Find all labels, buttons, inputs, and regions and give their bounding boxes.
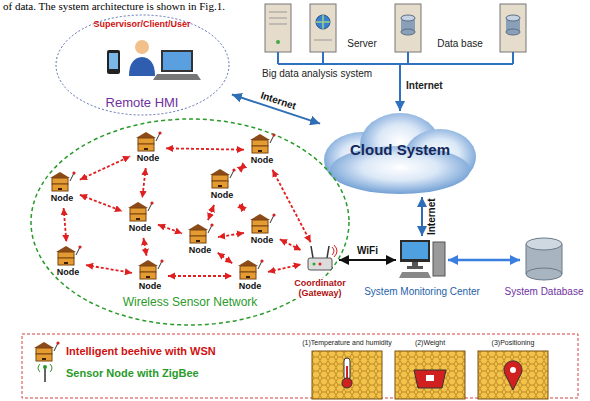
monitoring-center-shape (398, 238, 446, 282)
server-bus (278, 52, 513, 64)
sensor-node: Node (246, 132, 278, 168)
zigbee-link (272, 170, 310, 242)
annotation-label: (1)Temperature and humidity (302, 339, 392, 347)
network-link (339, 259, 396, 261)
node-label: Node (211, 190, 234, 200)
server-tower (265, 4, 291, 52)
gateway-node: Coordinator (Gateway) (303, 244, 337, 276)
remote-hmi: Supervisor/Client/UserRemote HMI (55, 14, 230, 116)
legend-entry: Intelligent beehive with WSN (30, 340, 216, 362)
node-label: Wireless Sensor Network (123, 296, 258, 310)
sensor-node: Node (184, 222, 216, 258)
node-label: Node (137, 153, 160, 163)
zigbee-link (142, 168, 145, 198)
legend-text: Intelligent beehive with WSN (66, 345, 216, 357)
node-label: Node (251, 235, 274, 245)
database-node-shape (522, 236, 566, 282)
zigbee-link (208, 205, 214, 220)
annotation-label: Internet (406, 80, 443, 92)
zigbee-link (158, 225, 182, 234)
beehive-symbol (30, 340, 60, 362)
annotation-label: Server (347, 38, 376, 50)
legend-entry: Sensor Node with ZigBee (30, 362, 199, 384)
node-label: Coordinator (Gateway) (287, 278, 353, 299)
network-link (421, 197, 423, 236)
sensor-node: Node (124, 200, 156, 236)
zigbee-link (240, 165, 245, 169)
sensor-node: Node (52, 244, 84, 280)
link-label: Internet (425, 198, 437, 235)
sensor-network-region: Wireless Sensor NetworkNodeNodeNodeNodeN… (30, 118, 350, 326)
zigbee-symbol (30, 362, 60, 384)
gateway-node-shape (303, 244, 337, 276)
node-label: Node (251, 155, 274, 165)
zigbee-link (218, 233, 244, 237)
sensor-node: Node (132, 130, 164, 166)
zigbee-link (218, 253, 233, 264)
internet-link (399, 64, 401, 111)
network-link (448, 259, 520, 262)
annotation-label: (2)Weight (415, 339, 445, 347)
link-label: WiFi (357, 245, 378, 257)
zigbee-link (64, 208, 67, 242)
link-label: Internet (260, 89, 298, 111)
annotation-label: of data. The system architecture is show… (3, 0, 225, 13)
sensor-node: Node (246, 212, 278, 248)
database-node: System Database (522, 236, 566, 282)
zigbee-link (268, 264, 301, 272)
zigbee-link (143, 238, 146, 256)
node-label: System Database (505, 286, 584, 298)
scale-icon (414, 370, 446, 388)
cloud-system: Cloud System (322, 105, 478, 195)
zigbee-link (80, 156, 130, 179)
position-pin-icon (504, 361, 522, 390)
zigbee-link (168, 275, 232, 277)
sensor-node: Node (46, 170, 78, 206)
legend-text: Sensor Node with ZigBee (66, 367, 199, 379)
zigbee-link (166, 148, 244, 149)
zigbee-link (280, 239, 301, 250)
node-label: Supervisor/Client/User (93, 19, 190, 29)
legend-frame (22, 334, 578, 399)
database-server (500, 4, 526, 52)
node-label: System Monitoring Center (364, 286, 480, 298)
node-label: Node (57, 267, 80, 277)
node-label: Node (189, 245, 212, 255)
node-label: Node (51, 193, 74, 203)
zigbee-link (80, 195, 122, 211)
database-server (395, 4, 421, 52)
sensor-node: Node (134, 258, 166, 294)
annotation-label: (3)Positioning (492, 339, 535, 347)
annotation-label: Data base (437, 38, 483, 50)
annotation-label: Big data analysis system (262, 68, 372, 80)
zigbee-link (239, 204, 244, 210)
node-label: Node (239, 281, 262, 291)
sensor-node: Node (206, 167, 238, 203)
sensor-node: Node (234, 258, 266, 294)
zigbee-link (86, 265, 132, 273)
node-label: Node (129, 223, 152, 233)
node-label: Node (139, 281, 162, 291)
monitoring-center: System Monitoring Center (398, 238, 446, 282)
thermometer-icon (342, 358, 352, 388)
node-label: Cloud System (350, 141, 450, 158)
server-group (265, 4, 526, 111)
server-tower (310, 4, 336, 52)
node-label: Remote HMI (106, 96, 179, 111)
